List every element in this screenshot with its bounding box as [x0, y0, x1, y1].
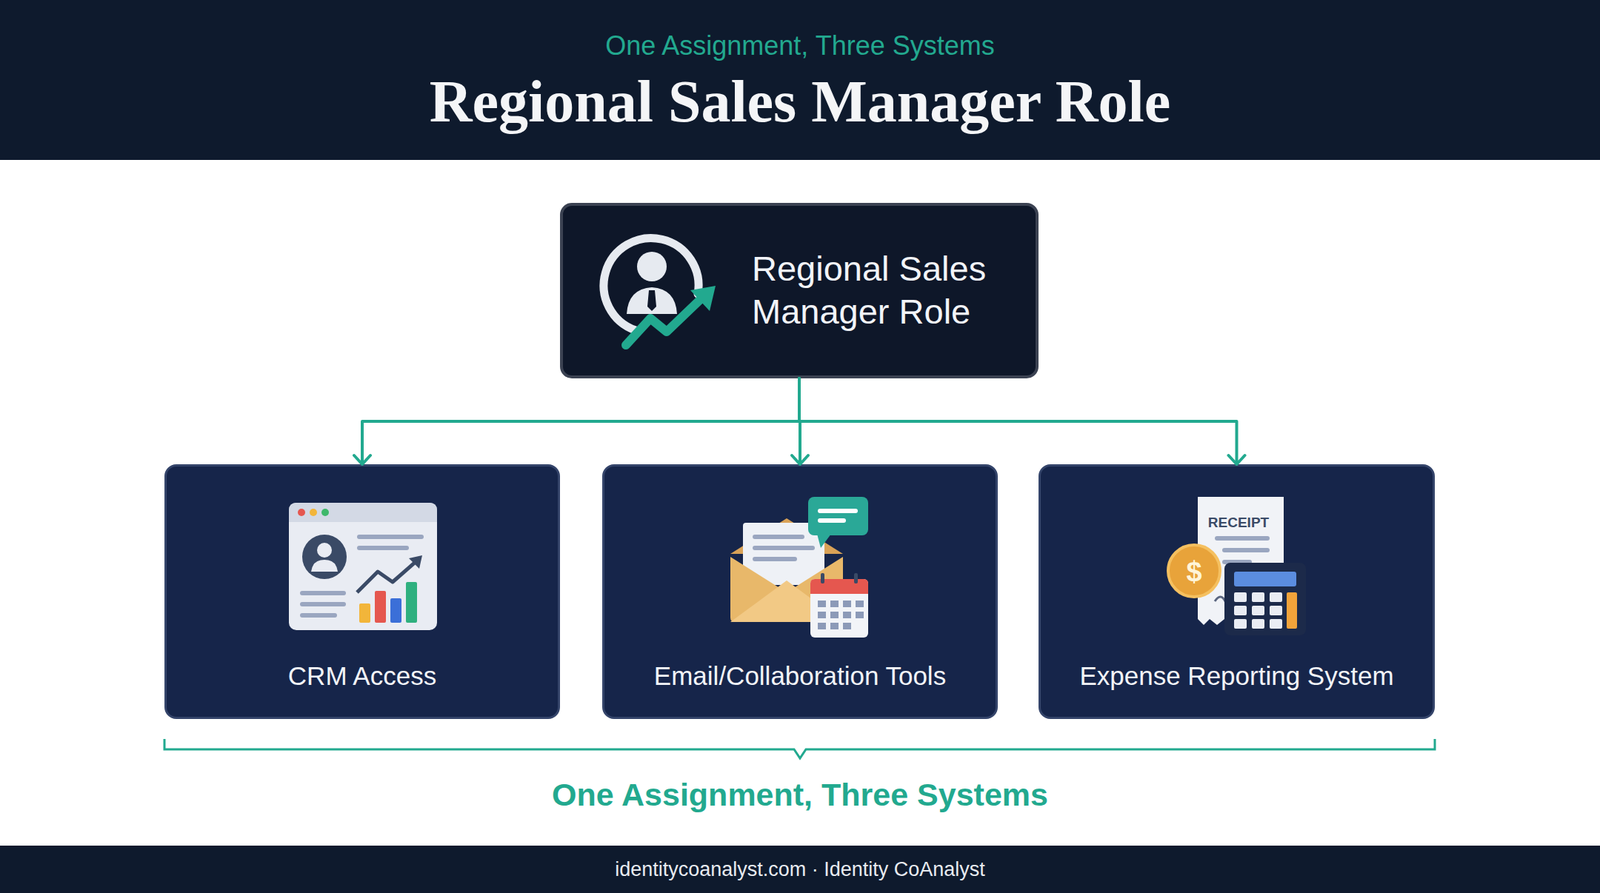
diagram-title: Regional Sales Manager Role [0, 68, 1600, 135]
collaboration-icon [730, 497, 869, 638]
caption-text: One Assignment, Three Systems [551, 777, 1049, 814]
expense-icon [1168, 497, 1306, 636]
role-box: Regional Sales Manager Role [560, 202, 1039, 379]
connector-arrow [799, 378, 1246, 465]
node-label: CRM Access [166, 660, 558, 692]
node-label: Regional Sales Manager Role [751, 247, 1019, 335]
node-label: Expense Reporting System [1040, 660, 1433, 692]
connector-arrow [354, 378, 800, 465]
currency-symbol: $ [1185, 556, 1202, 589]
receipt-text: RECEIPT [1208, 514, 1269, 532]
system-box: Expense Reporting System [1038, 464, 1435, 720]
connector-arrow [791, 378, 809, 465]
crm-icon [288, 502, 438, 631]
manager-icon [603, 238, 716, 346]
node-label: Email/Collaboration Tools [604, 660, 996, 692]
footer-text: identitycoanalyst.com · Identity CoAnaly… [614, 858, 986, 882]
subtitle: One Assignment, Three Systems [605, 30, 995, 62]
system-box: Email/Collaboration Tools [602, 464, 998, 720]
group-bracket [164, 739, 1435, 759]
system-box: CRM Access [164, 464, 560, 720]
